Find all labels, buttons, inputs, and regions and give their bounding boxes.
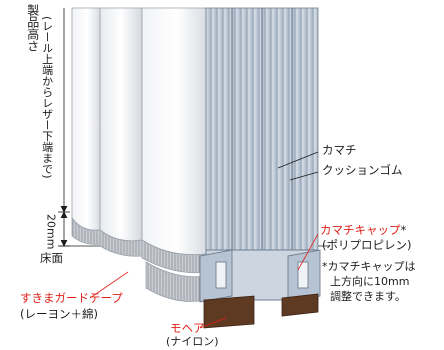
product-height-note: (レール上端からレザー下端まで) [40, 16, 54, 179]
gap-20mm-label: 20mm [44, 214, 58, 250]
floor-label: 床面 [40, 251, 63, 265]
gap-guard-tape-material: (レーヨン＋綿) [20, 307, 98, 321]
kamachi-cap [199, 249, 321, 303]
mohair-label: モヘア [170, 321, 205, 335]
cap-note-line2: 上方向に10mm [330, 275, 410, 288]
leader-lines [89, 151, 319, 329]
leather-folds [71, 7, 207, 302]
kamachi-cap-label: カマチキャップ* [320, 223, 407, 237]
kamachi-label: カマチ [322, 143, 357, 157]
cap-note-line1: *カマチキャップは [322, 260, 416, 273]
product-height-label: 製品高さ [25, 4, 40, 52]
mohair-strip [203, 293, 319, 329]
kamachi-panel [205, 7, 319, 259]
cap-note-line3: 調整できます。 [330, 290, 406, 303]
gap-guard-tape-label: すきまガードテープ [20, 291, 123, 305]
kamachi-cap-star: * [400, 223, 407, 237]
kamachi-cap-name: カマチキャップ [320, 223, 401, 237]
kamachi-cap-material: (ポリプロピレン) [322, 238, 412, 252]
mohair-material: (ナイロン) [166, 335, 219, 348]
cushion-rubber-label: クッションゴム [322, 163, 403, 177]
